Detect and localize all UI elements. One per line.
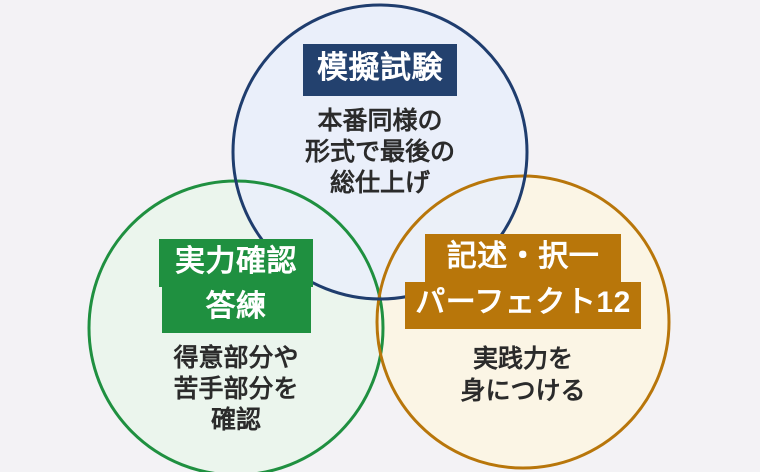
- circle-content-mock-exam: 模擬試験 本番同様の 形式で最後の 総仕上げ: [248, 44, 512, 199]
- body-line: 総仕上げ: [329, 169, 430, 198]
- heading-badge-mock-exam: 模擬試験: [303, 44, 457, 96]
- body-line: 身につける: [460, 377, 586, 406]
- heading-line: 実力確認: [159, 239, 313, 288]
- circle-outline-perfect12: [375, 174, 671, 470]
- body-line: 得意部分や: [173, 343, 299, 372]
- heading-line: 答練: [161, 287, 311, 333]
- body-text-mock-exam: 本番同様の 形式で最後の 総仕上げ: [305, 106, 455, 200]
- heading-line: 模擬試験: [303, 44, 457, 96]
- heading-line: 記述・択一: [424, 234, 622, 283]
- body-text-perfect12: 実践力を 身につける: [460, 343, 585, 408]
- circle-content-perfect12: 記述・択一 パーフェクト12 実践力を 身につける: [391, 234, 655, 408]
- body-line: 形式で最後の: [304, 137, 455, 166]
- body-line: 本番同様の: [317, 106, 443, 135]
- body-line: 苦手部分を: [173, 375, 299, 404]
- circle-content-skill-check: 実力確認 答練 得意部分や 苦手部分を 確認: [104, 239, 368, 437]
- heading-badge-skill-check: 実力確認 答練: [159, 239, 313, 333]
- body-line: 確認: [210, 406, 261, 435]
- heading-badge-perfect12: 記述・択一 パーフェクト12: [405, 234, 641, 329]
- circle-outline-mock-exam: [231, 3, 529, 301]
- body-text-skill-check: 得意部分や 苦手部分を 確認: [173, 343, 298, 437]
- body-line: 実践力を: [472, 344, 573, 373]
- heading-line: パーフェクト12: [405, 282, 641, 329]
